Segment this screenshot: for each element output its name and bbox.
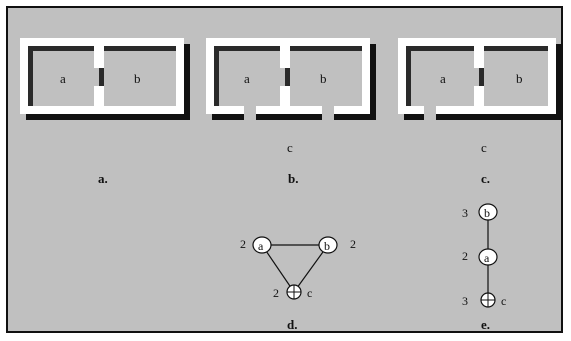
- floorplan-c: [398, 38, 562, 122]
- room-label-b: b: [320, 71, 327, 86]
- caption-e: e.: [481, 317, 490, 332]
- edge-b-c: [293, 244, 329, 293]
- edge-a-c: [261, 244, 295, 293]
- floorplan-a: [20, 38, 190, 120]
- caption-c: c.: [481, 171, 490, 186]
- degree-a: 2: [240, 237, 246, 251]
- room-label-c: c: [481, 140, 487, 155]
- room-label-b: b: [134, 71, 141, 86]
- node-label-a: a: [258, 239, 264, 253]
- degree-a: 2: [462, 249, 468, 263]
- floorplan-b: [206, 38, 376, 122]
- node-b: [478, 203, 498, 221]
- caption-a: a.: [98, 171, 108, 186]
- node-label-b: b: [324, 239, 330, 253]
- graph-d: [252, 236, 338, 300]
- caption-d: d.: [287, 317, 297, 332]
- node-b: [318, 236, 338, 254]
- room-label-a: a: [440, 71, 446, 86]
- node-label-b: b: [484, 206, 490, 220]
- node-label-c: c: [307, 286, 312, 300]
- degree-c: 3: [462, 294, 468, 308]
- room-label-a: a: [244, 71, 250, 86]
- room-label-c: c: [287, 140, 293, 155]
- degree-c: 2: [273, 286, 279, 300]
- node-label-c: c: [501, 294, 506, 308]
- node-a: [252, 236, 272, 254]
- room-label-a: a: [60, 71, 66, 86]
- degree-b: 3: [462, 206, 468, 220]
- graph-e: [478, 203, 498, 308]
- caption-b: b.: [288, 171, 298, 186]
- node-a: [478, 248, 498, 266]
- degree-b: 2: [350, 237, 356, 251]
- room-label-b: b: [516, 71, 523, 86]
- node-label-a: a: [484, 251, 490, 265]
